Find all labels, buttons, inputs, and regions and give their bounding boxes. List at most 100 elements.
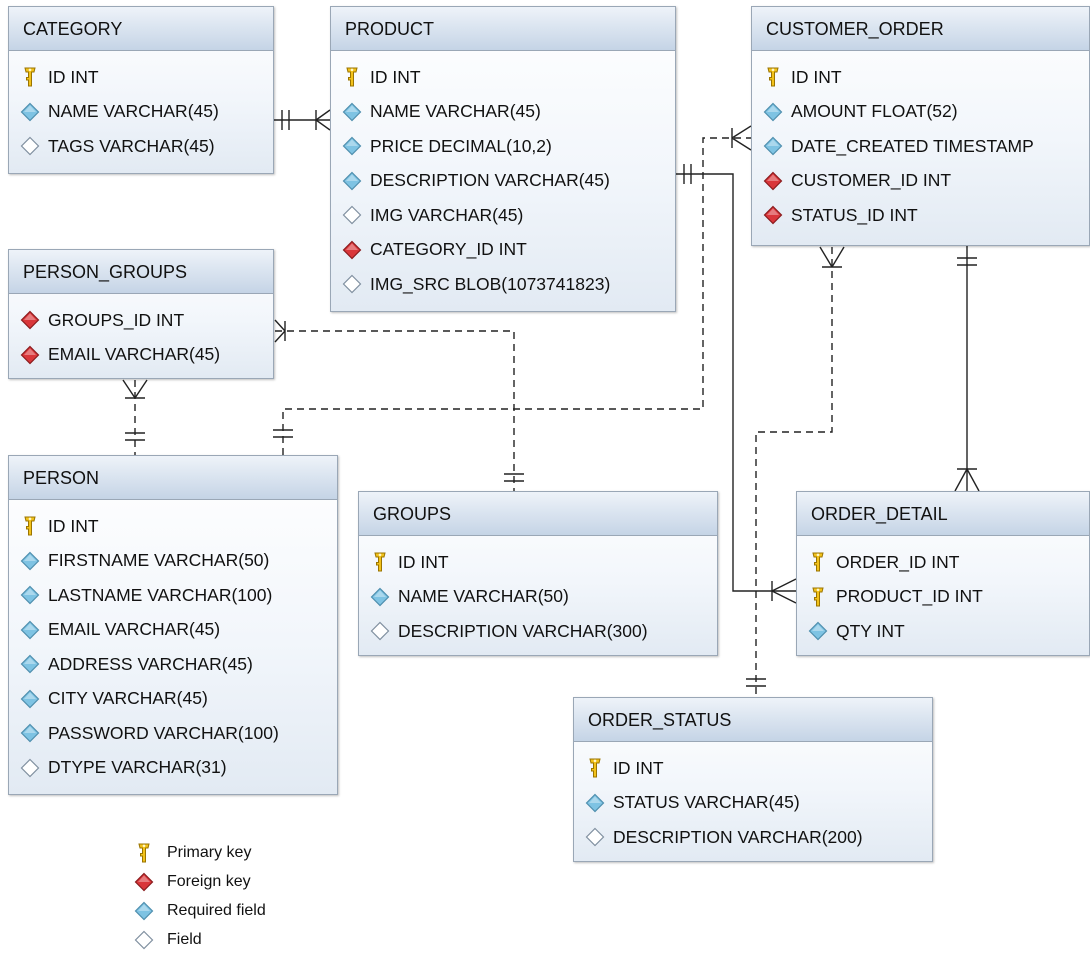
legend-item: Required field (133, 896, 266, 925)
field-label: PASSWORD VARCHAR(100) (48, 722, 279, 743)
field-row[interactable]: AMOUNT FLOAT(52) (752, 95, 1089, 130)
field-row[interactable]: NAME VARCHAR(45) (9, 95, 273, 130)
field-row[interactable]: PASSWORD VARCHAR(100) (9, 716, 337, 751)
field-label: ID INT (398, 551, 449, 572)
field-label: DESCRIPTION VARCHAR(45) (370, 170, 610, 191)
field-row[interactable]: DESCRIPTION VARCHAR(45) (331, 164, 675, 199)
field-row[interactable]: LASTNAME VARCHAR(100) (9, 578, 337, 613)
required-field-icon (762, 101, 784, 123)
required-field-icon (19, 584, 41, 606)
field-list: ORDER_ID INT PRODUCT_ID INT QTY INT (797, 536, 1089, 649)
field-label: AMOUNT FLOAT(52) (791, 101, 958, 122)
field-row[interactable]: DTYPE VARCHAR(31) (9, 751, 337, 786)
field-row[interactable]: DESCRIPTION VARCHAR(200) (574, 820, 932, 855)
field-row[interactable]: ID INT (331, 60, 675, 95)
field-list: ID INT NAME VARCHAR(50) DESCRIPTION VARCHA… (359, 536, 717, 649)
field-icon (341, 204, 363, 226)
field-row[interactable]: CATEGORY_ID INT (331, 233, 675, 268)
field-list: GROUPS_ID INT EMAIL VARCHAR(45) (9, 294, 273, 372)
field-icon (584, 826, 606, 848)
entity-customer-order[interactable]: CUSTOMER_ORDER ID INT AMOUNT FLOAT(52) DAT… (751, 6, 1090, 246)
field-label: DESCRIPTION VARCHAR(300) (398, 620, 648, 641)
field-row[interactable]: DESCRIPTION VARCHAR(300) (359, 614, 717, 649)
field-row[interactable]: GROUPS_ID INT (9, 303, 273, 338)
legend-item: Primary key (133, 838, 266, 867)
field-label: DTYPE VARCHAR(31) (48, 757, 227, 778)
field-row[interactable]: ADDRESS VARCHAR(45) (9, 647, 337, 682)
entity-person[interactable]: PERSON ID INT FIRSTNAME VARCHAR(50) LASTNA… (8, 455, 338, 795)
relationship-customer-order-order-detail (954, 246, 980, 492)
field-row[interactable]: DATE_CREATED TIMESTAMP (752, 129, 1089, 164)
field-row[interactable]: ORDER_ID INT (797, 545, 1089, 580)
field-row[interactable]: ID INT (359, 545, 717, 580)
field-row[interactable]: ID INT (752, 60, 1089, 95)
entity-title: PERSON (9, 456, 337, 500)
field-label: GROUPS_ID INT (48, 309, 185, 330)
field-icon (19, 135, 41, 157)
field-row[interactable]: CITY VARCHAR(45) (9, 682, 337, 717)
entity-person-groups[interactable]: PERSON_GROUPS GROUPS_ID INT EMAIL VARCHAR… (8, 249, 274, 379)
field-row[interactable]: PRICE DECIMAL(10,2) (331, 129, 675, 164)
field-row[interactable]: EMAIL VARCHAR(45) (9, 338, 273, 373)
field-row[interactable]: TAGS VARCHAR(45) (9, 129, 273, 164)
entity-title: PERSON_GROUPS (9, 250, 273, 294)
field-label: LASTNAME VARCHAR(100) (48, 584, 273, 605)
foreign-key-icon (762, 170, 784, 192)
field-label: DATE_CREATED TIMESTAMP (791, 135, 1034, 156)
field-row[interactable]: ID INT (9, 509, 337, 544)
field-row[interactable]: IMG_SRC BLOB(1073741823) (331, 267, 675, 302)
legend-item: Field (133, 925, 266, 954)
entity-title: CUSTOMER_ORDER (752, 7, 1089, 51)
foreign-key-icon (19, 309, 41, 331)
primary-key-icon (807, 586, 829, 608)
field-row[interactable]: CUSTOMER_ID INT (752, 164, 1089, 199)
field-row[interactable]: STATUS VARCHAR(45) (574, 786, 932, 821)
field-label: STATUS VARCHAR(45) (613, 792, 800, 813)
required-field-icon (584, 792, 606, 814)
field-icon (341, 273, 363, 295)
field-row[interactable]: IMG VARCHAR(45) (331, 198, 675, 233)
field-list: ID INT STATUS VARCHAR(45) DESCRIPTION VARC… (574, 742, 932, 855)
field-list: ID INT NAME VARCHAR(45) PRICE DECIMAL(10,2… (331, 51, 675, 302)
required-field-icon (19, 619, 41, 641)
required-field-icon (807, 620, 829, 642)
field-label: NAME VARCHAR(50) (398, 586, 569, 607)
primary-key-icon (19, 515, 41, 537)
legend-label: Required field (167, 901, 266, 919)
field-row[interactable]: EMAIL VARCHAR(45) (9, 613, 337, 648)
entity-title: CATEGORY (9, 7, 273, 51)
field-row[interactable]: ID INT (574, 751, 932, 786)
field-row[interactable]: NAME VARCHAR(45) (331, 95, 675, 130)
field-row[interactable]: QTY INT (797, 614, 1089, 649)
field-row[interactable]: ID INT (9, 60, 273, 95)
field-label: PRICE DECIMAL(10,2) (370, 135, 552, 156)
field-label: NAME VARCHAR(45) (370, 101, 541, 122)
field-row[interactable]: FIRSTNAME VARCHAR(50) (9, 544, 337, 579)
foreign-key-icon (762, 204, 784, 226)
entity-title: ORDER_STATUS (574, 698, 932, 742)
field-row[interactable]: PRODUCT_ID INT (797, 580, 1089, 615)
field-label: IMG_SRC BLOB(1073741823) (370, 273, 611, 294)
entity-order-status[interactable]: ORDER_STATUS ID INT STATUS VARCHAR(45) DES… (573, 697, 933, 862)
field-label: ID INT (613, 757, 664, 778)
field-row[interactable]: STATUS_ID INT (752, 198, 1089, 233)
foreign-key-icon (133, 871, 155, 893)
field-label: ID INT (48, 515, 99, 536)
field-label: CUSTOMER_ID INT (791, 170, 952, 191)
field-label: ID INT (791, 66, 842, 87)
field-icon (19, 757, 41, 779)
field-label: ORDER_ID INT (836, 551, 960, 572)
primary-key-icon (807, 551, 829, 573)
field-label: QTY INT (836, 620, 905, 641)
field-row[interactable]: NAME VARCHAR(50) (359, 580, 717, 615)
field-label: ADDRESS VARCHAR(45) (48, 653, 253, 674)
relationship-product-order-detail (676, 164, 797, 604)
required-field-icon (762, 135, 784, 157)
legend-item: Foreign key (133, 867, 266, 896)
